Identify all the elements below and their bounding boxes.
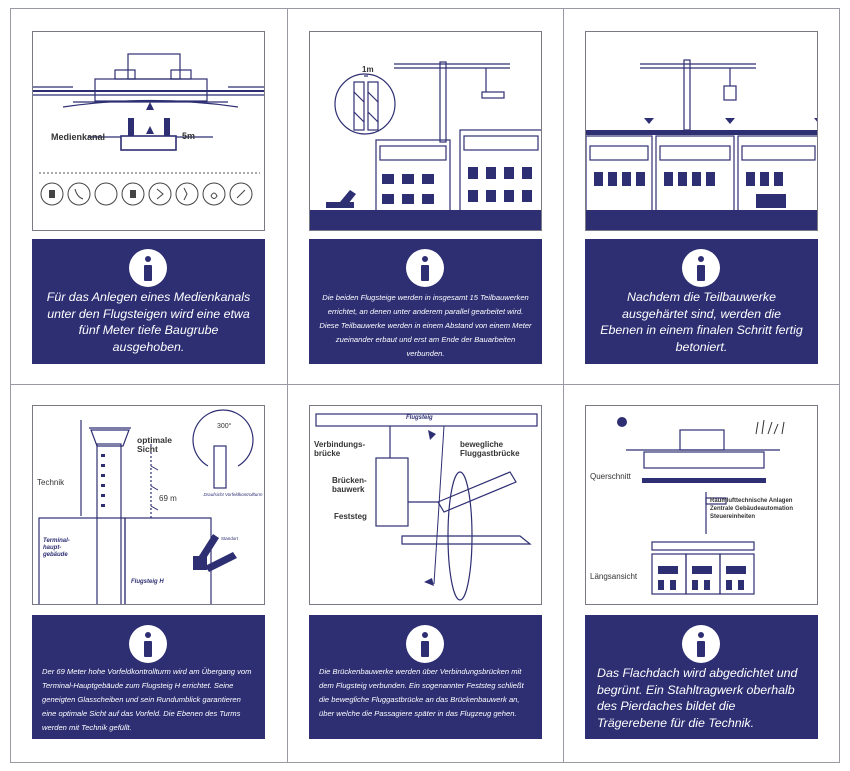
label-terminal: Terminal-haupt-gebäude [43, 538, 70, 558]
info-box-2: Die beiden Flugsteige werden in insgesam… [309, 239, 542, 364]
info-icon [129, 249, 167, 287]
label-medienkanal: Medienkanal [51, 132, 106, 142]
illustration-teilbauwerke: 1m [309, 31, 542, 231]
label-depth: 5m [182, 131, 196, 141]
label-draufsicht: Draufsicht Vorfeldkontrollturm [203, 492, 263, 497]
info-icon [682, 249, 720, 287]
info-icon [406, 625, 444, 663]
info-icon [682, 625, 720, 663]
info-box-3: Nachdem die Teilbauwerke ausgehärtet sin… [585, 239, 818, 364]
grid-frame [10, 8, 840, 763]
label-querschnitt: Querschnitt [590, 472, 631, 481]
label-height: 69 m [159, 494, 177, 503]
info-icon [406, 249, 444, 287]
label-verbindung: Verbindungs-brücke [314, 440, 366, 458]
illustration-betonieren [585, 31, 818, 231]
divider-1 [287, 8, 288, 763]
info-box-5: Die Brückenbauwerke werden über Verbindu… [309, 615, 542, 739]
label-raum: Raumlufttechnische Anlagen [710, 498, 793, 504]
label-angle: 300° [217, 423, 232, 430]
label-laengs: Längsansicht [590, 572, 638, 581]
description-1: Für das Anlegen eines Medienkanals unter… [46, 290, 251, 354]
label-standort: Standort [221, 536, 239, 541]
illustration-flachdach: Querschnitt Raumlufttechnische Anlagen Z… [585, 405, 818, 605]
label-feststeg: Feststeg [334, 512, 367, 521]
illustration-medienkanal: Medienkanal 5m [32, 31, 265, 231]
divider-row [10, 384, 840, 385]
info-box-1: Für das Anlegen eines Medienkanals unter… [32, 239, 265, 364]
illustration-fluggastbruecke: Flugsteig Verbindungs-brücke Brücken-bau… [309, 405, 542, 605]
label-sicht: optimale Sicht [137, 435, 172, 454]
label-flugsteig-h: Flugsteig H [131, 579, 164, 585]
description-5: Die Brückenbauwerke werden über Verbindu… [319, 667, 524, 718]
label-bruecken: Brücken-bauwerk [332, 476, 367, 494]
description-6: Das Flachdach wird abgedichtet und begrü… [597, 666, 798, 730]
illustration-kontrollturm: Technik optimale Sicht 69 m 300° Draufsi… [32, 405, 265, 605]
label-fluggast: bewegliche Fluggastbrücke [460, 440, 520, 458]
description-3: Nachdem die Teilbauwerke ausgehärtet sin… [600, 290, 803, 354]
description-4: Der 69 Meter hohe Vorfeldkontrollturm wi… [42, 667, 252, 732]
label-distance: 1m [362, 65, 374, 74]
label-steuer: Steuereinheiten [710, 514, 756, 520]
divider-2 [563, 8, 564, 763]
description-2: Die beiden Flugsteige werden in insgesam… [319, 293, 532, 358]
label-zentrale: Zentrale Gebäudeautomation [710, 506, 794, 512]
info-box-4: Der 69 Meter hohe Vorfeldkontrollturm wi… [32, 615, 265, 739]
label-technik: Technik [37, 478, 65, 487]
info-box-6: Das Flachdach wird abgedichtet und begrü… [585, 615, 818, 739]
label-flugsteig: Flugsteig [406, 415, 433, 421]
info-icon [129, 625, 167, 663]
